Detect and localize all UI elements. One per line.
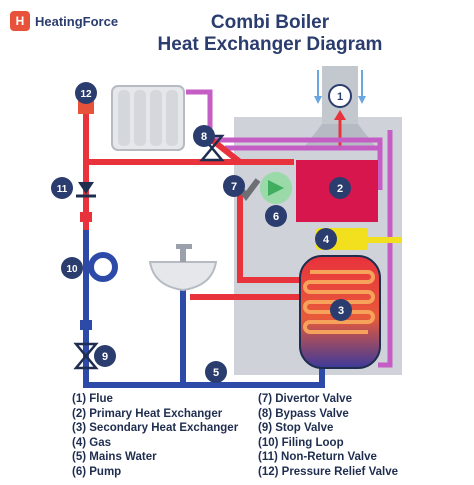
marker-5: 5 bbox=[205, 361, 227, 383]
pressure-relief-valve-icon bbox=[78, 100, 94, 114]
svg-text:7: 7 bbox=[231, 181, 237, 193]
non-return-valve-icon bbox=[76, 182, 96, 222]
legend-item: (5) Mains Water bbox=[72, 451, 157, 464]
legend-right: (7) Divertor Valve (8) Bypass Valve (9) … bbox=[258, 392, 398, 480]
title-line-1: Combi Boiler bbox=[210, 12, 330, 33]
svg-text:4: 4 bbox=[323, 234, 330, 246]
legend-item: (1) Flue bbox=[72, 393, 113, 405]
svg-text:3: 3 bbox=[338, 305, 344, 317]
legend-item: (10) Filing Loop bbox=[258, 436, 344, 449]
svg-text:5: 5 bbox=[213, 367, 219, 379]
marker-1: 1 bbox=[328, 84, 352, 108]
svg-text:1: 1 bbox=[337, 91, 343, 103]
marker-9: 9 bbox=[94, 345, 116, 367]
diagram-title: Combi Boiler Heat Exchanger Diagram bbox=[120, 12, 420, 56]
legend-item: (12) Pressure Relief Valve bbox=[258, 465, 398, 478]
marker-3: 3 bbox=[330, 299, 352, 321]
stop-valve-icon bbox=[73, 320, 99, 370]
brand-logo: H HeatingForce bbox=[10, 10, 118, 32]
hot-water-pipes bbox=[83, 100, 300, 300]
legend-item: (8) Bypass Valve bbox=[258, 407, 349, 420]
title-line-2: Heat Exchanger Diagram bbox=[157, 34, 383, 55]
radiator bbox=[111, 85, 185, 151]
marker-7: 7 bbox=[223, 175, 245, 197]
flue bbox=[302, 66, 378, 150]
svg-text:2: 2 bbox=[337, 183, 343, 195]
legend-item: (2) Primary Heat Exchanger bbox=[72, 407, 223, 420]
heatingforce-logo-icon: H bbox=[10, 11, 30, 31]
pump bbox=[260, 172, 292, 204]
svg-text:6: 6 bbox=[273, 211, 279, 223]
svg-text:11: 11 bbox=[57, 184, 68, 195]
legend-item: (3) Secondary Heat Exchanger bbox=[72, 422, 239, 435]
sink bbox=[148, 244, 218, 292]
marker-4: 4 bbox=[315, 228, 337, 250]
marker-8: 8 bbox=[193, 125, 215, 147]
svg-text:10: 10 bbox=[66, 264, 78, 275]
legend-item: (9) Stop Valve bbox=[258, 422, 334, 435]
svg-text:8: 8 bbox=[201, 131, 207, 143]
marker-2: 2 bbox=[329, 177, 351, 199]
legend-item: (4) Gas bbox=[72, 436, 111, 449]
legend-item: (11) Non-Return Valve bbox=[258, 451, 377, 464]
legend-left: (1) Flue (2) Primary Heat Exchanger (3) … bbox=[72, 392, 238, 480]
svg-text:12: 12 bbox=[80, 89, 92, 100]
bypass-valve-icon bbox=[199, 134, 225, 162]
svg-text:9: 9 bbox=[102, 351, 108, 363]
marker-6: 6 bbox=[265, 205, 287, 227]
brand-name: HeatingForce bbox=[35, 13, 119, 29]
marker-12: 12 bbox=[75, 82, 97, 104]
legend-item: (6) Pump bbox=[72, 465, 122, 478]
legend-item: (7) Divertor Valve bbox=[258, 393, 352, 405]
marker-10: 10 bbox=[61, 257, 83, 279]
marker-11: 11 bbox=[51, 177, 73, 199]
